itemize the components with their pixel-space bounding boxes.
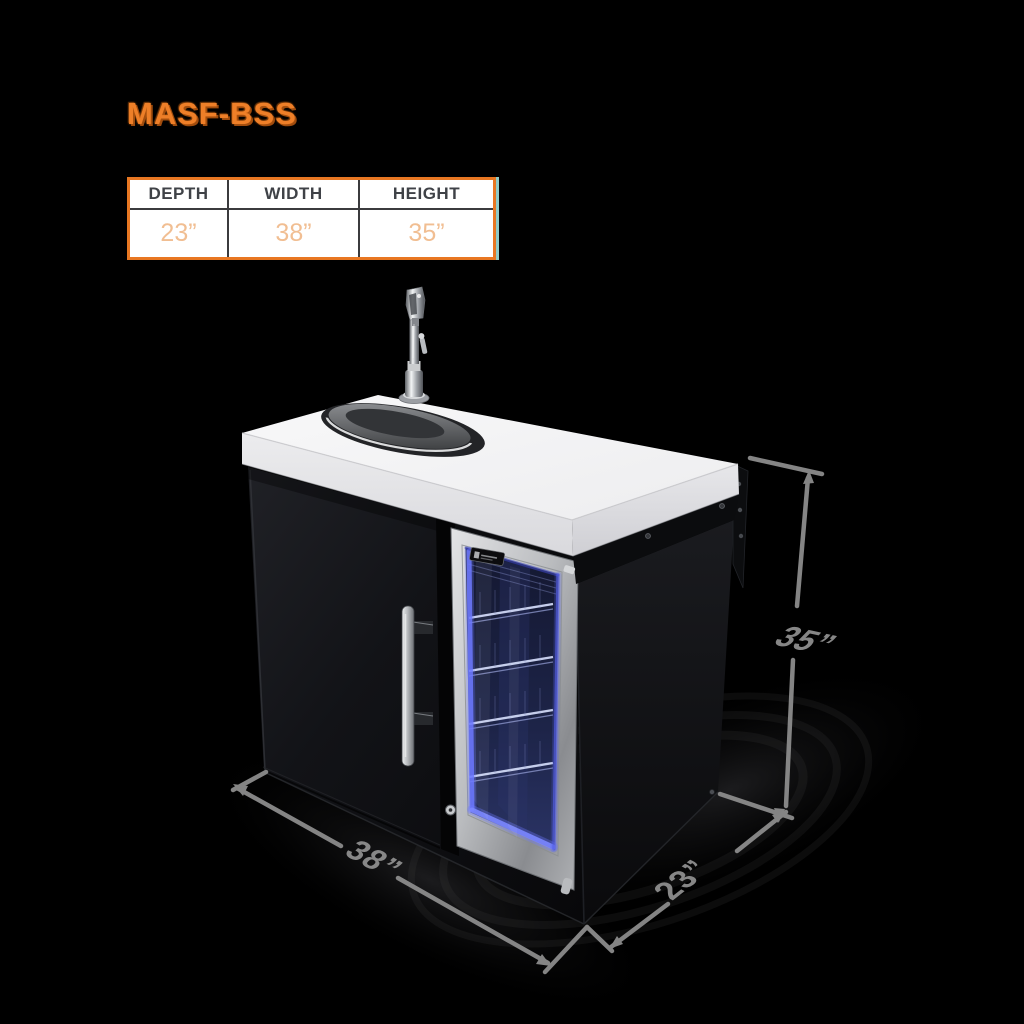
spec-value-depth: 23” — [130, 210, 229, 257]
fridge-handle — [401, 605, 434, 767]
faucet — [398, 286, 430, 404]
fridge-door-lock — [445, 804, 456, 816]
height-dimension-label: 35” — [766, 621, 844, 661]
spec-header-height: HEIGHT — [360, 180, 493, 210]
spec-value-height: 35” — [360, 210, 493, 257]
fridge-brand-badge — [469, 547, 505, 566]
counter-side-right — [572, 464, 739, 556]
fridge-led-glow — [464, 546, 562, 853]
right-side-panel — [576, 520, 734, 924]
height-extension-top — [747, 455, 825, 477]
spec-header-depth: DEPTH — [130, 180, 229, 210]
fridge-shelves — [468, 582, 554, 783]
product-code-title: MASF-BSS — [127, 96, 297, 131]
spec-table: DEPTH WIDTH HEIGHT 23” 38” 35” — [127, 177, 496, 260]
depth-dimension-line — [608, 809, 789, 950]
corner-extension-right — [584, 924, 615, 954]
sink-basin — [321, 403, 485, 457]
countertop — [241, 286, 740, 584]
counter-fascia — [563, 494, 739, 584]
spec-table-grid: DEPTH WIDTH HEIGHT 23” 38” 35” — [130, 180, 493, 257]
dimension-annotations — [230, 455, 825, 975]
spec-value-width: 38” — [229, 210, 360, 257]
faucet-lever — [418, 333, 428, 354]
glass-door-fridge — [401, 527, 579, 895]
width-dimension-line — [233, 784, 551, 966]
counter-side-front — [242, 433, 573, 556]
corner-extension-left — [542, 924, 590, 975]
base-screw — [709, 789, 716, 796]
fridge-foot — [560, 877, 573, 895]
spec-header-width: WIDTH — [229, 180, 360, 210]
